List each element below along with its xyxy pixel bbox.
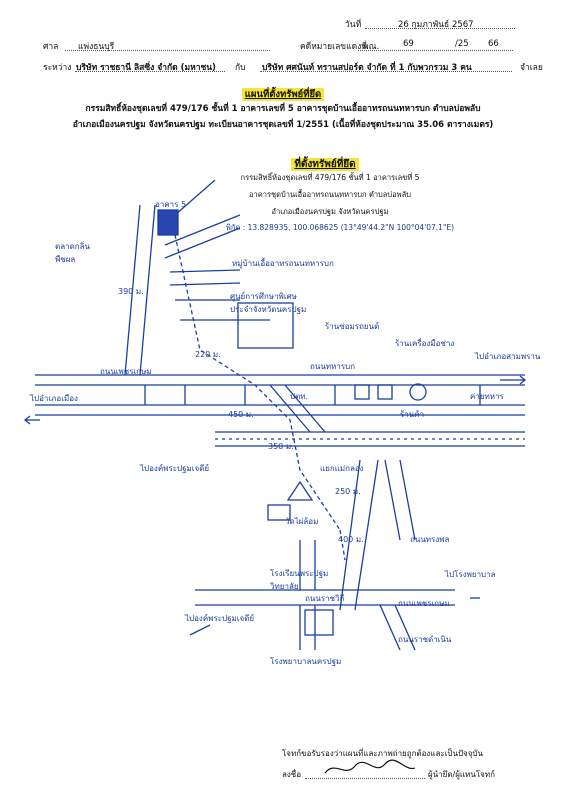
- road-ratchadamnoen-label: ถนนราชดำเนิน: [398, 635, 452, 644]
- dist-220: 220 ม.: [195, 350, 221, 359]
- dist-390: 390 ม.: [118, 287, 144, 296]
- school1-label: ศูนย์การศึกษาพิเศษ ประจำจังหวัดนครปฐม: [230, 292, 307, 314]
- to-phrapathom1-label: ไปองค์พระปฐมเจดีย์: [140, 464, 210, 473]
- case-label: คดีหมายเลขแดงที่: [300, 42, 367, 52]
- site-line1: กรรมสิทธิ์ห้องชุดเลขที่ 479/176 ชั้นที่ …: [240, 173, 420, 182]
- signature-mark: [324, 759, 416, 774]
- site-pointer-line: [174, 179, 216, 216]
- case-number: 69: [403, 39, 414, 49]
- date-value: 26 กุมภาพันธ์ 2567: [398, 20, 474, 30]
- defendant-underline: [260, 71, 512, 72]
- site-line3: อำเภอเมืองนครปฐม จังหวัดนครปฐม: [271, 207, 389, 216]
- between-label: ระหว่าง: [43, 63, 72, 73]
- dist-350: 350 ม.: [268, 442, 294, 451]
- site-coords: พิกัด : 13.828935, 100.068625 (13°49'44.…: [225, 223, 455, 232]
- date-underline: [365, 28, 515, 29]
- to-phrapathom2-label: ไปองค์พระปฐมเจดีย์: [185, 614, 255, 623]
- case-type: พณ.: [363, 42, 380, 52]
- description-line2: อำเภอเมืองนครปฐม จังหวัดนครปฐม ทะเบียนอา…: [72, 120, 494, 130]
- with-label: กับ: [235, 63, 246, 73]
- road-phetkasem2-label: ถนนเพชรเกษม: [398, 599, 450, 608]
- road-rajvithi-label: ถนนราชวิถี: [305, 594, 345, 603]
- village-label: หมู่บ้านเอื้ออาทรถนนทหารบก: [232, 259, 334, 268]
- court-label: ศาล: [43, 42, 59, 52]
- to-sampran-label: ไปอำเภอสามพราน: [475, 352, 541, 361]
- description-line1: กรรมสิทธิ์ห้องชุดเลขที่ 479/176 ชั้นที่ …: [85, 104, 481, 114]
- role-label: ผู้นำยึด/ผู้แทนโจทก์: [428, 770, 495, 779]
- road-petch-label: ถนนเพชรเกษม: [100, 367, 152, 376]
- dist-250: 250 ม.: [335, 487, 361, 496]
- sign-underline: [305, 778, 425, 779]
- road-main-label: ถนนทหารบก: [310, 362, 356, 371]
- case-year: 66: [488, 39, 499, 49]
- target-building: [157, 209, 179, 236]
- school2-label: โรงเรียนพระปฐม วิทยาลัย: [270, 569, 329, 591]
- defendant: บริษัท ศศนันท์ ทรานสปอร์ต จำกัด ที่ 1 กั…: [262, 63, 472, 73]
- site-line2: อาคารชุดบ้านเอื้ออาทรถนนทหารบก ตำบลบ่อพล…: [249, 190, 411, 199]
- to-hospital-label: ไปโรงพยาบาล: [445, 570, 496, 579]
- market-label: ตลาดกลิ่นพืชผล: [55, 242, 90, 264]
- ptt-label: ปตท.: [290, 392, 309, 401]
- building-label: อาคาร 5: [155, 200, 187, 209]
- temple-label: วัดไผ่ล้อม: [285, 517, 319, 526]
- plaintiff: บริษัท ราชธานี ลิสซิ่ง จำกัด (มหาชน): [76, 63, 216, 73]
- road-song-label: ถนนทรงพล: [410, 535, 450, 544]
- plaintiff-underline: [75, 71, 225, 72]
- court-value: แพ่งธนบุรี: [78, 42, 115, 52]
- sign-label: ลงชื่อ: [282, 770, 302, 779]
- shop2-label: ร้านเครื่องมือช่าง: [395, 339, 455, 348]
- dist-400: 400 ม.: [338, 535, 364, 544]
- tesco-label: ร้านค้า: [400, 410, 425, 419]
- camp-label: ค่ายทหาร: [470, 392, 504, 401]
- intersection-label: แยกแม่กลอง: [320, 464, 364, 473]
- court-underline: [65, 50, 270, 51]
- to-city-left-label: ไปอำเภอเมือง: [30, 394, 78, 403]
- defendant-role: จำเลย: [520, 63, 543, 73]
- case-underline: [358, 50, 513, 51]
- case-year-sep: /25: [455, 39, 469, 49]
- certify-text: โจทก์ขอรับรองว่าแผนที่และภาพถ่ายถูกต้องแ…: [282, 749, 483, 758]
- dist-450: 450 ม.: [228, 410, 254, 419]
- hospital-label: โรงพยาบาลนครปฐม: [270, 657, 342, 666]
- site-title: ที่ตั้งทรัพย์ที่ยึด: [291, 158, 359, 171]
- shop1-label: ร้านซ่อมรถยนต์: [325, 322, 380, 331]
- date-label: วันที่: [345, 20, 362, 30]
- map-title: แผนที่ตั้งทรัพย์ที่ยึด: [241, 88, 325, 101]
